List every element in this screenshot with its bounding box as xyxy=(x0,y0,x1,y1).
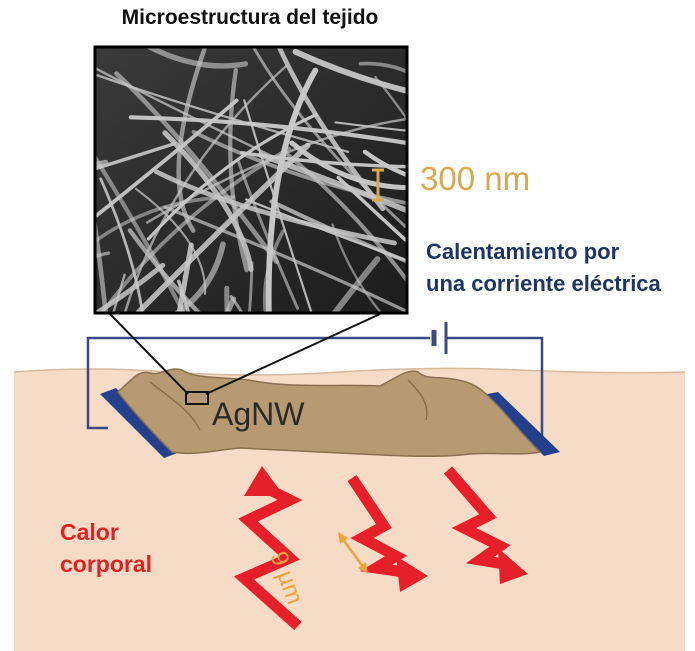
nanowire-fiber xyxy=(95,159,109,167)
nanowire-fiber xyxy=(95,141,177,171)
heat-arrow-icon xyxy=(443,466,528,584)
wavelength-arrow-icon xyxy=(338,532,368,574)
nanowire-fiber xyxy=(292,48,407,94)
nanowire-fiber xyxy=(331,223,383,313)
fabric-fold xyxy=(407,379,428,421)
nanowire-fiber xyxy=(257,152,407,214)
sem-micrograph xyxy=(0,45,409,395)
nanowire-fiber xyxy=(0,69,69,309)
nanowire-fiber xyxy=(176,47,207,233)
heat-arrow-icon xyxy=(347,474,428,592)
nanowire-fiber xyxy=(161,325,374,330)
nanowire-fiber xyxy=(269,199,407,264)
nanowire-fiber xyxy=(172,241,226,313)
nanowire-fiber xyxy=(172,340,298,346)
nanowire-fiber xyxy=(133,142,311,313)
zoom-region-marker xyxy=(185,391,209,405)
heat-arrow-icon xyxy=(233,466,303,631)
figure-title: Microestructura del tejido xyxy=(121,6,379,29)
skin-surface-line xyxy=(13,367,686,376)
nanowire-fiber xyxy=(163,205,407,313)
nanowire-fiber xyxy=(330,256,381,313)
nanowire-fiber xyxy=(336,175,407,244)
body-heat-label-line-2: corporal xyxy=(60,551,153,577)
nanowire-fiber xyxy=(19,119,67,246)
body-heat-label: Calor corporal xyxy=(60,516,152,580)
scale-bar-icon xyxy=(372,168,384,202)
nanowire-fiber xyxy=(374,75,407,122)
nanowire-fiber xyxy=(112,273,126,313)
body-heat-label-line-1: Calor xyxy=(60,519,119,545)
nanowire-fiber xyxy=(289,140,407,191)
right-electrode xyxy=(482,392,560,456)
nanowire-fiber xyxy=(358,61,407,74)
nanowire-fiber xyxy=(229,294,244,313)
zoom-line-left xyxy=(109,313,189,395)
nanowire-fiber xyxy=(262,229,285,313)
nanowire-fiber xyxy=(82,102,85,360)
nanowire-fiber xyxy=(95,262,166,313)
nanowire-fiber xyxy=(95,73,350,153)
nanowire-fiber xyxy=(95,164,101,169)
nanowire-fiber xyxy=(239,150,407,169)
zoom-line-right xyxy=(205,313,381,395)
nanowire-fiber xyxy=(236,159,300,310)
nanowire-fiber xyxy=(95,66,277,159)
heating-label: Calentamiento por una corriente eléctric… xyxy=(426,236,661,300)
nanowire-fiber xyxy=(128,115,407,145)
nanowire-fiber xyxy=(228,67,249,273)
heating-label-line-2: una corriente eléctrica xyxy=(426,271,661,296)
nanowire-fiber xyxy=(99,146,292,313)
nanowire-fiber xyxy=(114,71,279,265)
scale-bar-label: 300 nm xyxy=(420,160,531,197)
nanowire-fiber xyxy=(143,47,249,69)
nanowire-fiber xyxy=(99,177,144,313)
heating-label-line-1: Calentamiento por xyxy=(426,239,620,264)
nanowire-fiber xyxy=(95,251,111,259)
nanowire-fiber xyxy=(0,152,78,395)
material-label: AgNW xyxy=(212,396,305,432)
nanowire-fiber xyxy=(176,242,194,313)
nanowire-fiber xyxy=(146,113,318,241)
fabric-fold xyxy=(149,381,201,431)
nanowire-fiber xyxy=(362,149,407,178)
agnw-fabric xyxy=(116,368,542,458)
nanowire-fiber xyxy=(247,261,254,313)
